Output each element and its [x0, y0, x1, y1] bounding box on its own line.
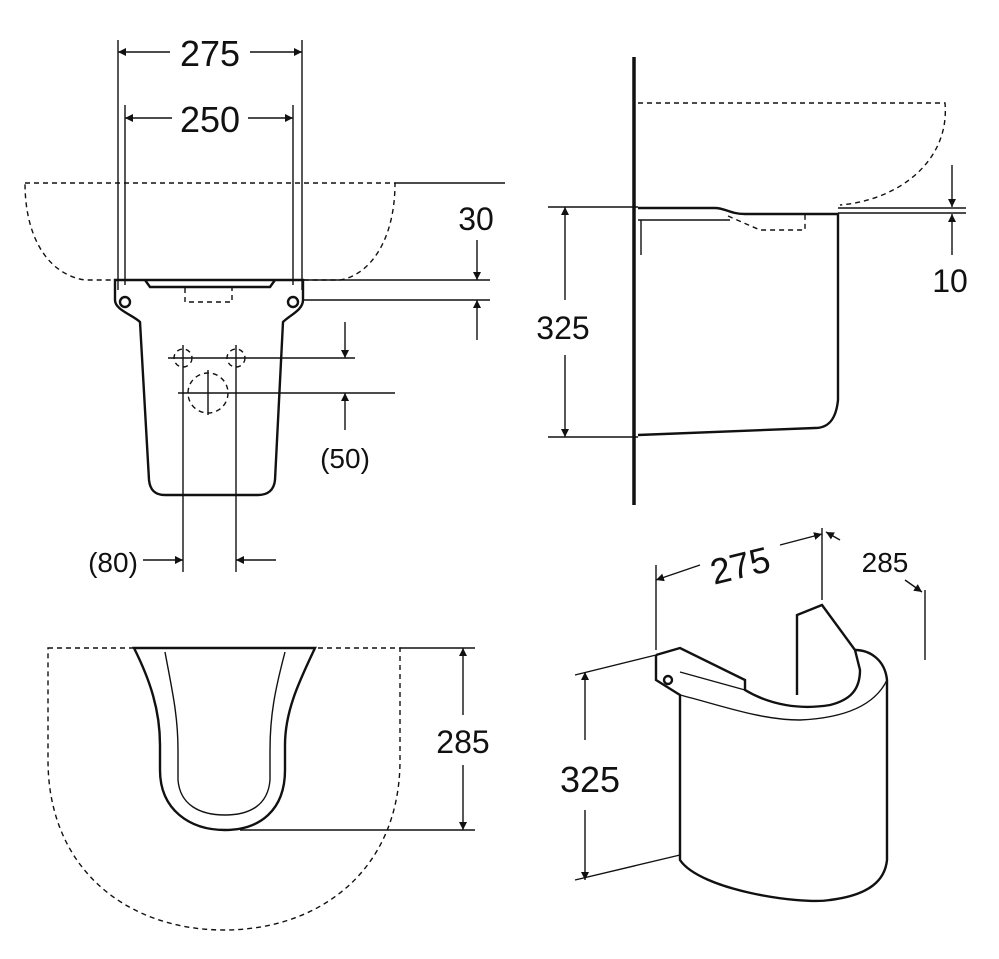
front-view	[24, 30, 505, 572]
side-height: 325	[536, 310, 589, 346]
top-depth: 285	[436, 724, 489, 760]
iso-width: 275	[706, 538, 774, 592]
front-width-outer: 275	[180, 33, 240, 74]
side-view	[548, 57, 966, 505]
front-width-inner: 250	[180, 99, 240, 140]
side-gap: 10	[932, 263, 968, 299]
iso-depth: 285	[862, 547, 909, 578]
front-pipe-spacing: (80)	[88, 547, 138, 578]
iso-height: 325	[560, 759, 620, 800]
front-pipe-height: (50)	[320, 443, 370, 474]
iso-view	[574, 528, 926, 903]
top-view	[47, 646, 475, 931]
front-top-offset: 30	[458, 201, 494, 237]
